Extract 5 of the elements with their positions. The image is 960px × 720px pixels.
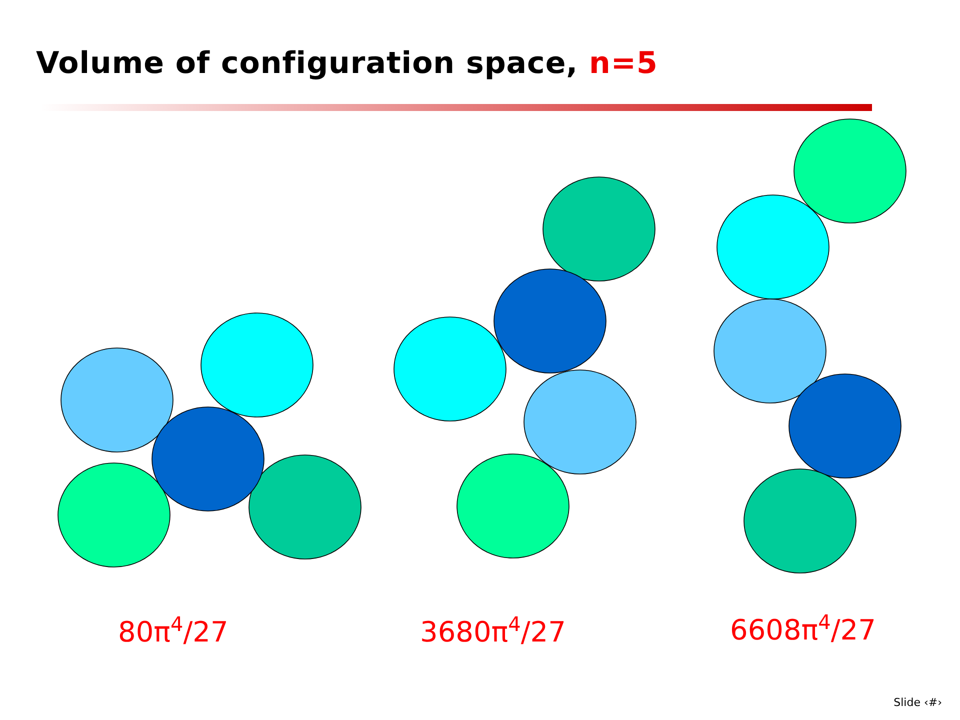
slide-title: Volume of configuration space, n=5 xyxy=(36,46,658,81)
volume-formula: 80π$^{4}$/27 xyxy=(118,612,228,648)
volume-formula: 6608π$^{4}$/27 xyxy=(730,610,876,646)
volume-formula: 3680π$^{4}$/27 xyxy=(420,612,566,648)
slide-number: Slide ‹#› xyxy=(894,696,942,709)
